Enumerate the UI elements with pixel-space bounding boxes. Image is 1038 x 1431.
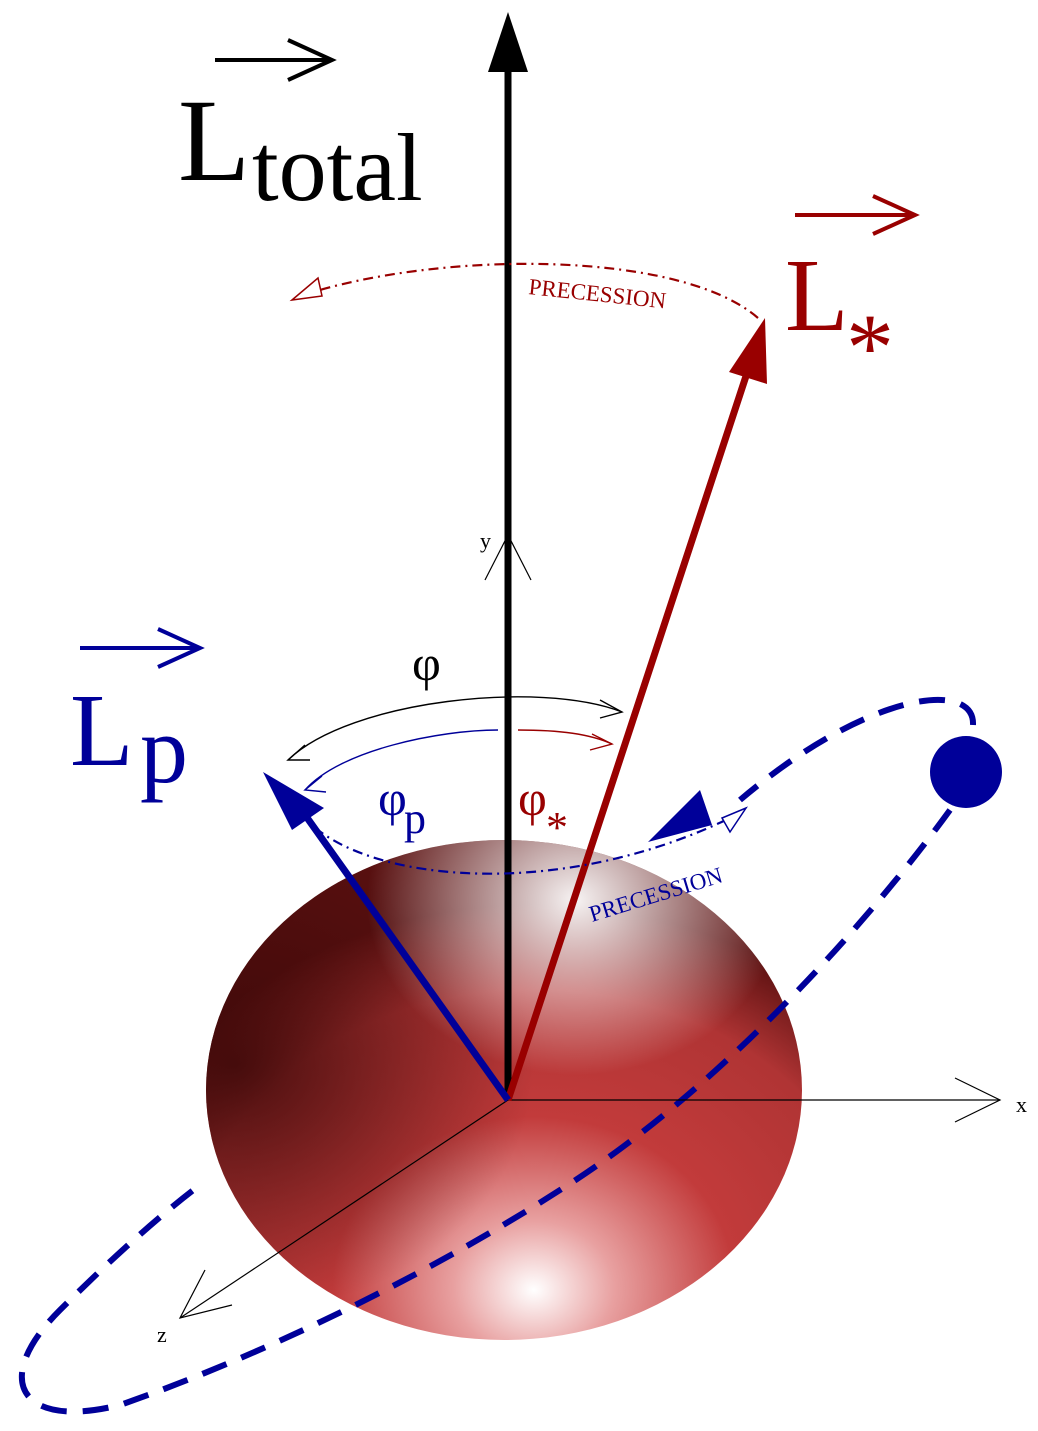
axis-z-label: z: [157, 1322, 167, 1347]
x-axis-arrow: [954, 1077, 1002, 1123]
svg-text:p: p: [140, 696, 188, 803]
planet-orbit: [18, 697, 977, 1415]
phi-arc: [286, 696, 624, 761]
l-star-vector: [504, 318, 767, 1102]
svg-text:total: total: [252, 114, 423, 221]
phi-p-label: φ p: [378, 770, 426, 843]
svg-text:L: L: [785, 238, 849, 353]
planet-precession-arc: [299, 806, 748, 875]
star-precession-label: PRECESSION: [527, 274, 667, 313]
axis-y-label: y: [480, 528, 491, 553]
z-axis-arrow: [178, 1269, 233, 1319]
svg-text:*: *: [846, 294, 894, 401]
l-total-vector: [488, 12, 528, 1100]
l-star-label: L *: [785, 194, 920, 401]
l-total-label: L total: [178, 38, 423, 221]
svg-text:p: p: [404, 794, 426, 843]
phi-star-arc: [517, 729, 614, 751]
phi-label: φ: [412, 635, 441, 691]
phi-p-arc: [303, 729, 499, 793]
svg-text:*: *: [546, 803, 568, 852]
l-p-label: L p: [70, 627, 205, 803]
orbit-direction-arrowhead: [648, 790, 712, 842]
svg-text:L: L: [70, 673, 134, 788]
axis-x-label: x: [1016, 1092, 1027, 1117]
phi-star-label: φ *: [518, 770, 568, 852]
svg-text:L: L: [178, 75, 250, 206]
star-precession-arc: [289, 262, 759, 319]
coordinate-axes: [178, 533, 1002, 1319]
planet: [930, 736, 1002, 808]
l-p-vector: [263, 772, 511, 1103]
svg-text:φ: φ: [518, 770, 547, 826]
svg-text:φ: φ: [378, 770, 407, 826]
z-axis-line: [179, 1099, 509, 1319]
